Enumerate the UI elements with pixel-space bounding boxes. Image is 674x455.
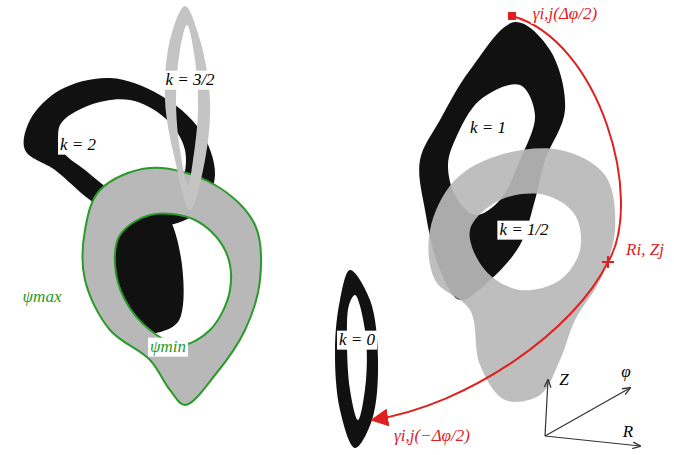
black-ring	[335, 270, 378, 448]
ring-label: k = 1	[468, 119, 508, 138]
grid-point	[602, 256, 614, 268]
ring-label: k = 2	[58, 136, 98, 155]
axis-label: Z	[557, 371, 570, 390]
end-point	[508, 12, 516, 20]
grey-ring	[82, 168, 261, 405]
grey-ring	[165, 6, 210, 210]
axis-label: φ	[619, 363, 632, 382]
ring-label: k = 1/2	[497, 221, 550, 240]
z-axis	[545, 380, 548, 436]
grey-ring	[428, 148, 615, 402]
surface-label: ψmax	[21, 288, 64, 307]
point-label: Ri, Zj	[624, 241, 666, 260]
axis-label: R	[621, 423, 635, 442]
phi-axis	[545, 388, 630, 436]
curve-label: γi,j(−Δφ/2)	[392, 427, 472, 446]
trajectory-curve	[372, 16, 621, 420]
ring-label: k = 3/2	[163, 71, 216, 90]
surface-label: ψmin	[148, 338, 188, 357]
ring-label: k = 0	[337, 331, 377, 350]
curve-label: γi,j(Δφ/2)	[531, 5, 599, 24]
